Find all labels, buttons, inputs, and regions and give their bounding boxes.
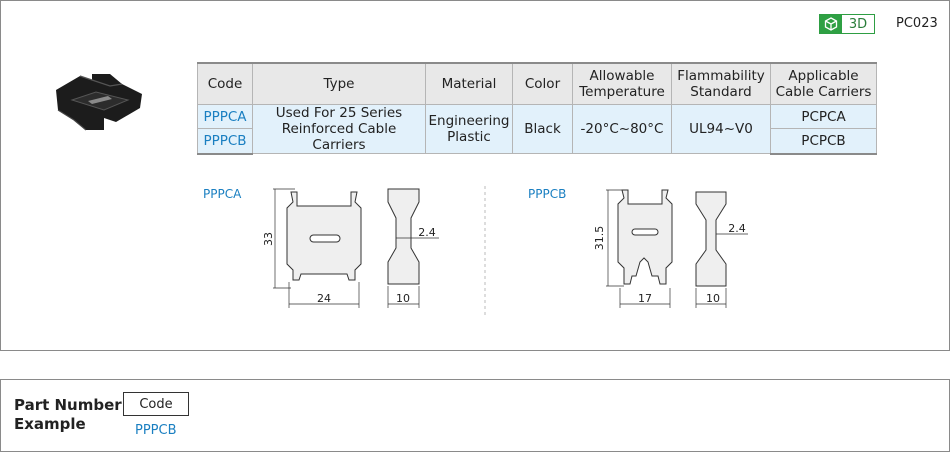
table-row: PPPCA Used For 25 Series Reinforced Cabl…	[197, 103, 877, 154]
pppca-neck-dim: 2.4	[418, 226, 436, 239]
header-code: Code	[197, 62, 253, 105]
header-carriers: Applicable Cable Carriers	[770, 62, 877, 105]
type-cell: Used For 25 Series Reinforced Cable Carr…	[252, 104, 426, 154]
code-cell[interactable]: PPPCA	[197, 103, 253, 130]
flammability-cell: UL94~V0	[671, 104, 771, 154]
pppca-height-dim: 33	[262, 232, 275, 246]
color-cell: Black	[512, 104, 573, 154]
table-header-row: Code Type Material Color Allowable Tempe…	[197, 62, 877, 105]
header-temperature: Allowable Temperature	[572, 62, 672, 105]
product-panel	[0, 0, 950, 351]
pppcb-width-dim: 17	[638, 292, 652, 305]
pppca-width-dim: 24	[317, 292, 331, 305]
table-row: PPPCB PCPCB	[197, 128, 877, 155]
part-number-example[interactable]: PPPCB	[135, 423, 177, 438]
drawing-pppcb: 31.5 17 10 2.4	[593, 189, 748, 308]
page-code: PC023	[896, 16, 938, 31]
carrier-cell: PCPCB	[770, 128, 877, 155]
pppcb-thickness-dim: 10	[706, 292, 720, 305]
drawing-label-pppca: PPPCA	[203, 187, 242, 201]
part-number-title: Part Number Example	[14, 396, 122, 433]
header-type: Type	[252, 62, 426, 105]
drawing-pppca: 33 24 10 2.4	[262, 188, 439, 308]
pppcb-height-dim: 31.5	[593, 226, 606, 251]
3d-model-button[interactable]: 3D	[819, 14, 875, 34]
temperature-cell: -20°C~80°C	[572, 104, 672, 154]
header-flammability: Flammability Standard	[671, 62, 771, 105]
product-image	[56, 74, 142, 131]
material-cell: Engineering Plastic	[425, 104, 513, 154]
spec-table: Code Type Material Color Allowable Tempe…	[197, 62, 877, 155]
3d-badge-label: 3D	[848, 16, 868, 32]
pppcb-neck-dim: 2.4	[728, 222, 746, 235]
code-box: Code	[123, 392, 189, 416]
header-material: Material	[425, 62, 513, 105]
carrier-cell: PCPCA	[770, 103, 877, 130]
header-color: Color	[512, 62, 573, 105]
pppca-thickness-dim: 10	[396, 292, 410, 305]
code-cell[interactable]: PPPCB	[197, 128, 253, 155]
drawing-divider	[484, 186, 486, 316]
cube-icon	[820, 15, 842, 33]
drawing-label-pppcb: PPPCB	[528, 187, 567, 201]
